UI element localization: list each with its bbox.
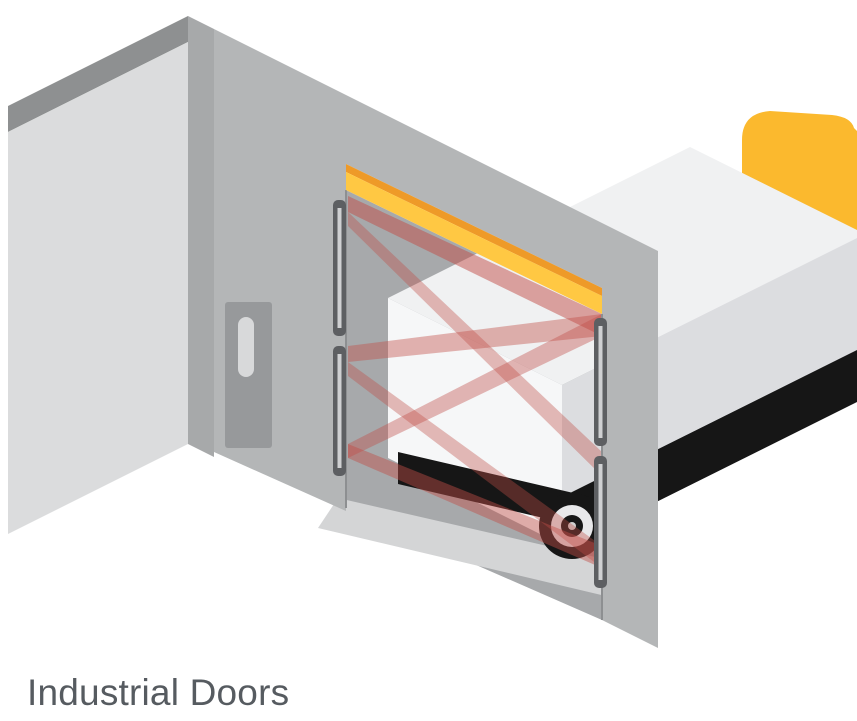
left-wall-fascia xyxy=(8,16,188,132)
sensor-posts xyxy=(333,200,607,588)
door-header-rolled-curtain xyxy=(346,172,602,314)
personnel-door-window xyxy=(238,317,254,377)
light-beam xyxy=(348,196,602,336)
left-sensor-slot-upper xyxy=(337,208,342,328)
left-wall-face xyxy=(8,42,188,534)
personnel-door xyxy=(225,302,272,448)
light-beam xyxy=(348,362,602,568)
light-beam xyxy=(348,444,602,568)
right-sensor-slot-upper xyxy=(598,326,603,438)
light-beam xyxy=(348,314,602,362)
left-sensor-slot-lower xyxy=(337,354,342,468)
wall-right-column xyxy=(602,223,658,648)
page-title: Industrial Doors xyxy=(27,672,290,713)
right-sensor-slot-lower xyxy=(598,464,603,580)
wheel-hub-center xyxy=(568,522,576,530)
wall-above-door xyxy=(346,95,602,288)
door-header-orange xyxy=(346,164,602,296)
truck-wheel xyxy=(539,493,605,559)
light-beam xyxy=(348,314,602,458)
building-foreground xyxy=(214,29,658,648)
corner-strip xyxy=(188,16,214,457)
safety-light-beams xyxy=(348,196,602,568)
floor-shadow xyxy=(318,498,652,598)
light-beam xyxy=(348,212,602,476)
